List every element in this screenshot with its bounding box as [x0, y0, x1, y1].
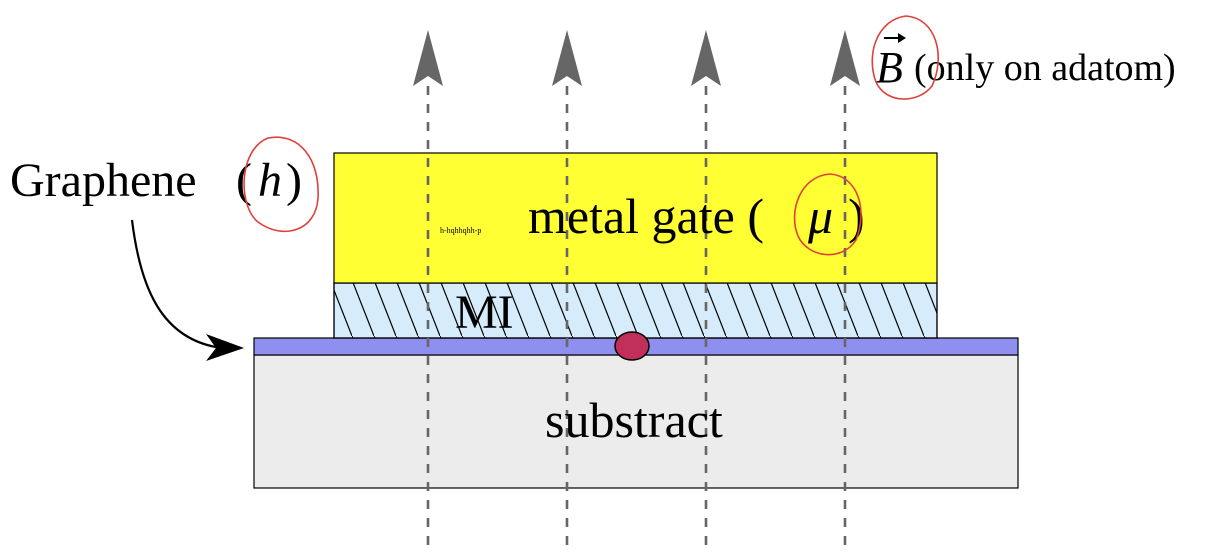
substrate-label: substract	[545, 392, 723, 448]
annotation-circle-h	[243, 136, 319, 232]
metal-gate-close: )	[848, 188, 865, 244]
upward-arrow-icon	[830, 30, 860, 86]
annotation-circle-B	[871, 15, 939, 100]
stray-text: h-hqhhqhh-p	[440, 226, 481, 235]
magnetic-field-lines	[426, 78, 847, 545]
graphene-param: h	[258, 154, 282, 207]
curved-arrow-icon	[130, 219, 223, 350]
graphene-param-close: )	[286, 154, 302, 207]
adatom-circle-icon	[614, 331, 650, 361]
upward-arrow-icon	[552, 30, 582, 86]
upward-arrow-icon	[691, 30, 721, 86]
upward-arrow-icon	[413, 30, 443, 86]
graphene-label: Graphene	[10, 154, 197, 207]
insulator-hatch	[333, 282, 938, 339]
substrate-layer	[253, 354, 1019, 489]
field-note: (only on adatom)	[914, 47, 1176, 89]
metal-gate-label: metal gate (	[528, 188, 764, 244]
arrowhead-icon	[206, 334, 244, 361]
insulator-label: MI	[455, 286, 514, 339]
field-symbol: B	[876, 33, 906, 92]
field-symbol-B: B	[876, 43, 903, 92]
annotation-circle-mu	[793, 173, 862, 256]
metal-gate-param: μ	[807, 188, 833, 244]
